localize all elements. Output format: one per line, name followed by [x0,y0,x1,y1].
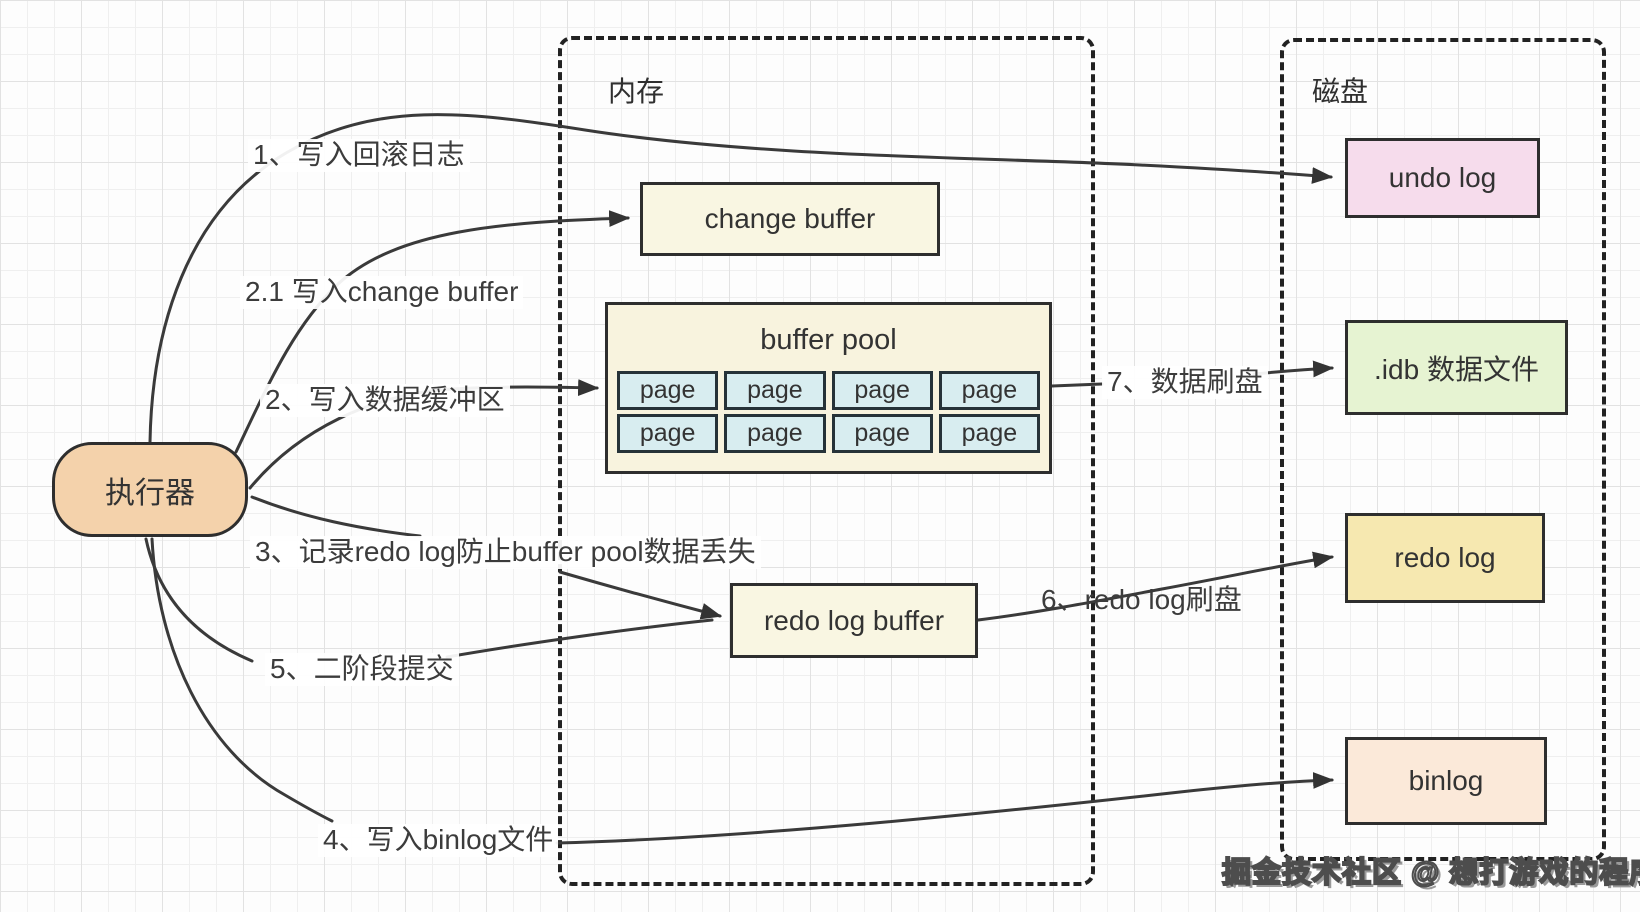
page-cell: page [831,414,933,454]
redo-log-label: redo log [1394,542,1496,573]
buffer-pool-box: buffer pool page page page page page pag… [605,302,1052,474]
line-buffer-pool-step7 [1050,382,1104,388]
arrow-step2-1-change-buffer [234,210,631,454]
arrow-step1-undo-log [148,113,1334,444]
undo-log-label: undo log [1388,162,1497,193]
redo-log-box: redo log [1345,513,1545,603]
flow-label-step7: 7、数据刷盘 [1102,366,1268,399]
arrow-step6-redo-log [976,551,1335,622]
flow-label-step3: 3、记录redo log防止buffer pool数据丢失 [250,536,761,569]
flow-label-step4: 4、写入binlog文件 [318,824,559,857]
idb-data-file-label: .idb 数据文件 [1374,353,1539,385]
buffer-pool-title: buffer pool [760,324,897,356]
arrow-step3-redo-log-buffer [558,570,723,620]
executor-box: 执行器 [52,442,248,537]
binlog-label: binlog [1408,765,1484,796]
change-buffer-label: change buffer [704,203,876,234]
line-executor-step3 [250,495,422,538]
arrow-step4-binlog [555,772,1335,845]
redo-log-buffer-box: redo log buffer [730,583,978,658]
line-executor-step4 [150,537,334,823]
line-executor-step5 [144,537,254,663]
page-cell: page [617,371,719,411]
change-buffer-box: change buffer [640,182,940,256]
watermark-text: 掘金技术社区 @ 想打游戏的程序猿 [1221,856,1640,890]
disk-container: 磁盘 [1280,38,1606,861]
page-cell: page [938,371,1040,411]
executor-label: 执行器 [105,476,195,510]
line-step5-redo-log-buffer [445,618,714,659]
flow-label-step1: 1、写入回滚日志 [248,139,470,172]
page-cell: page [938,414,1040,454]
buffer-pool-page-grid: page page page page page page page page [617,371,1040,454]
flow-label-step6: 6、redo log刷盘 [1041,584,1242,615]
flow-label-step2: 2、写入数据缓冲区 [260,384,510,417]
binlog-box: binlog [1345,737,1547,825]
redo-log-buffer-label: redo log buffer [763,604,945,636]
page-cell: page [724,371,826,411]
undo-log-box: undo log [1345,138,1540,218]
page-cell: page [617,414,719,454]
memory-container: 内存 [558,36,1095,886]
memory-container-label: 内存 [608,76,665,107]
flow-label-step2-1: 2.1 写入change buffer [240,276,524,309]
page-cell: page [831,371,933,411]
disk-container-label: 磁盘 [1312,76,1369,107]
idb-data-file-box: .idb 数据文件 [1345,320,1568,415]
page-cell: page [724,414,826,454]
flow-label-step5: 5、二阶段提交 [265,653,459,686]
